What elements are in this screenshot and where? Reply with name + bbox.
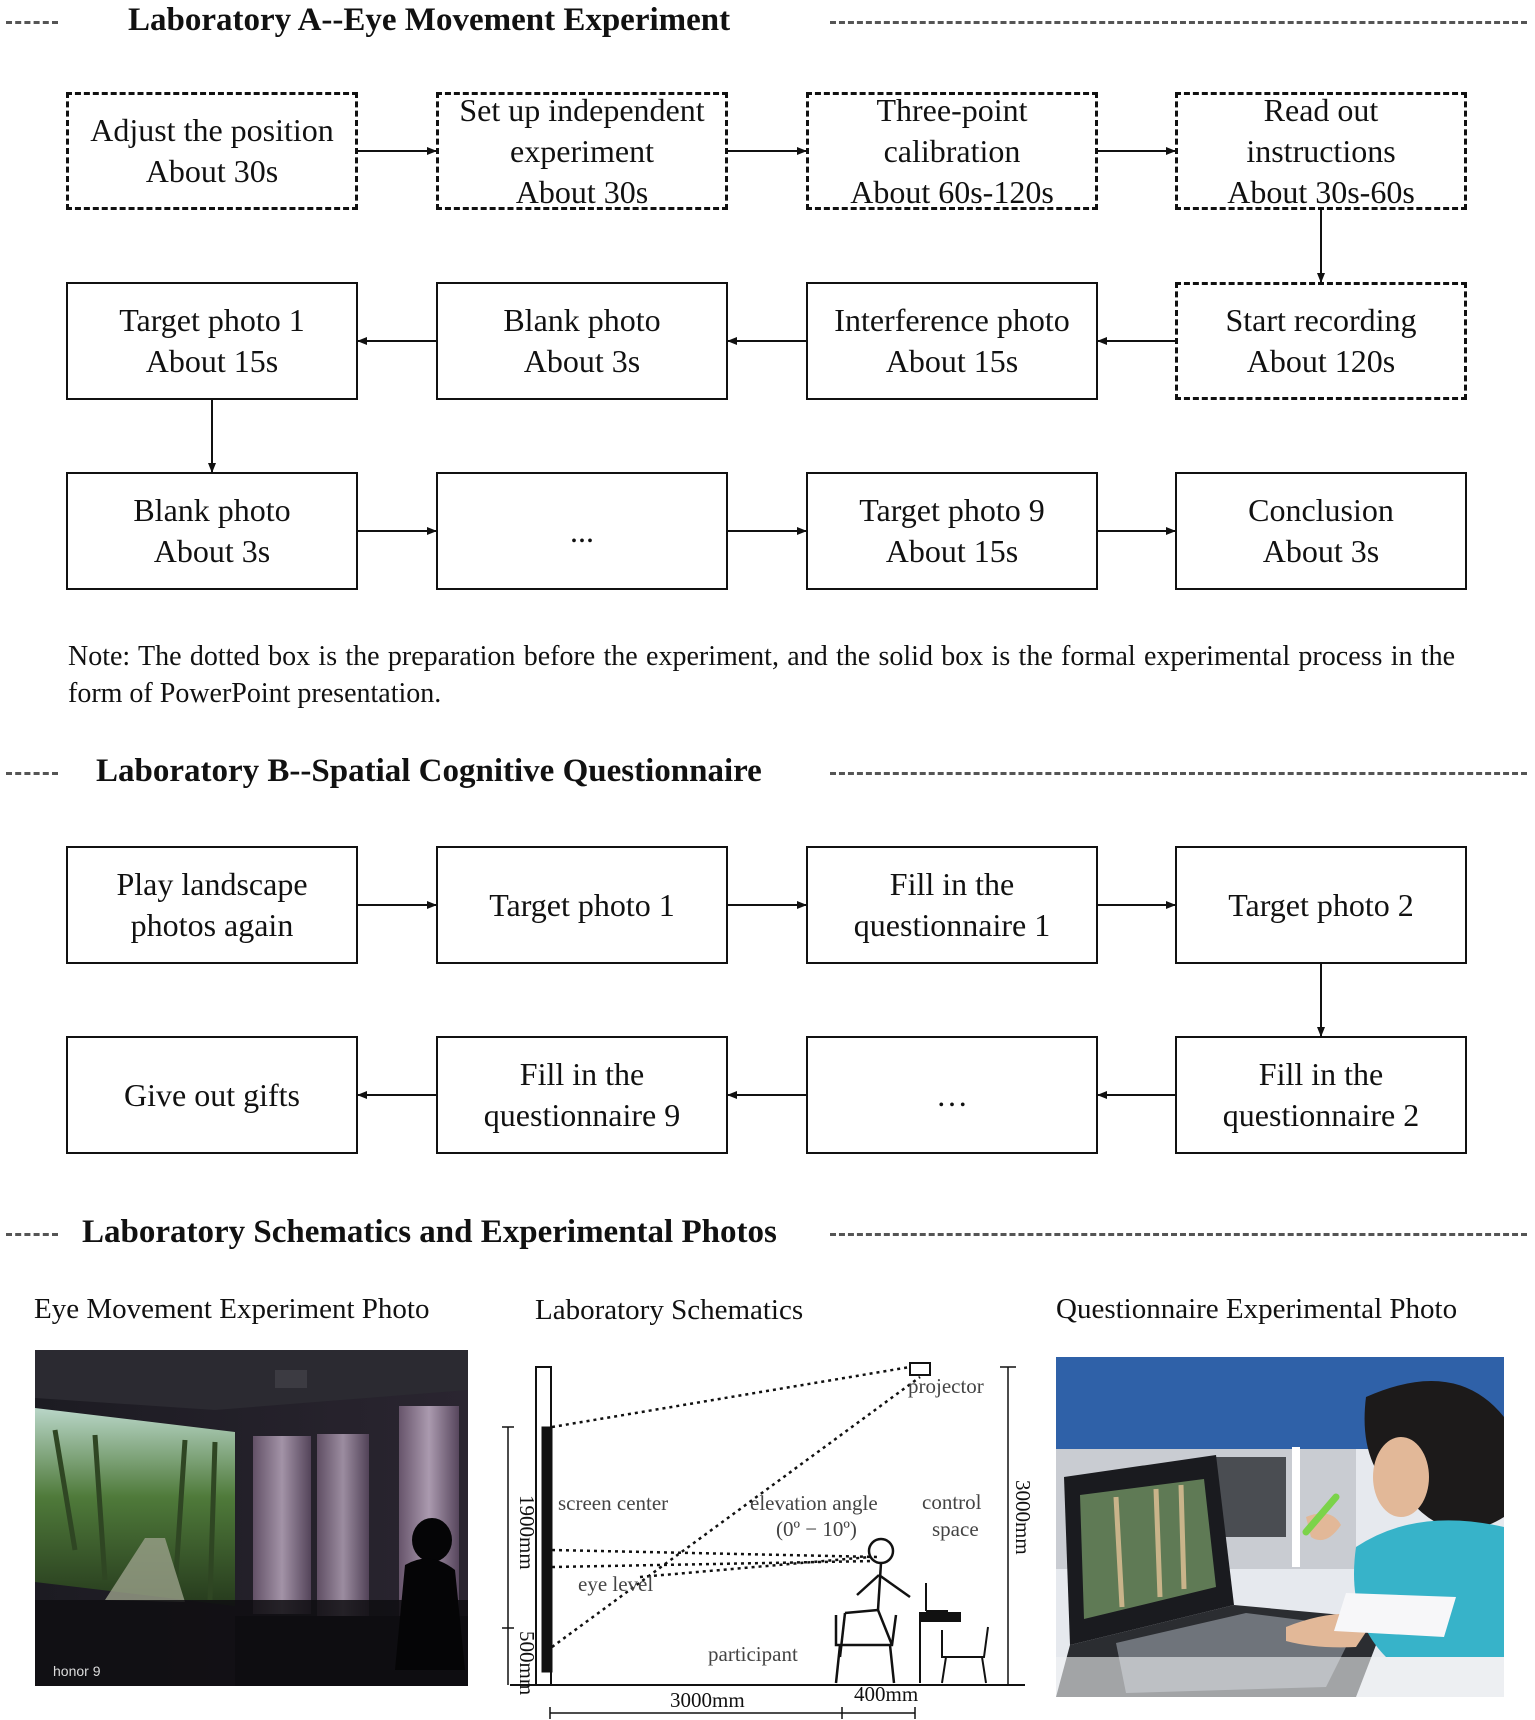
photo-watermark: honor 9 xyxy=(53,1663,101,1679)
step-line: instructions xyxy=(1246,132,1396,169)
step-line: Blank photo xyxy=(133,492,291,528)
step-b-target-photo-1: Target photo 1 xyxy=(436,846,728,964)
step-line: questionnaire 9 xyxy=(483,1097,681,1133)
label-elevation-range: (0º − 10º) xyxy=(776,1517,857,1541)
projector-box xyxy=(909,1362,931,1376)
step-line: Blank photo xyxy=(503,302,661,338)
label-500mm: 500mm xyxy=(515,1631,539,1695)
step-line: Set up independent xyxy=(459,91,705,128)
step-line: About 15s xyxy=(145,343,279,379)
step-give-gifts: Give out gifts xyxy=(66,1036,358,1154)
step-line: calibration xyxy=(883,132,1021,169)
header-dash-left xyxy=(6,21,58,24)
step-line: Give out gifts xyxy=(124,1076,300,1113)
section-c-title: Laboratory Schematics and Experimental P… xyxy=(82,1214,777,1250)
laboratory-schematic: projector screen center elevation angle … xyxy=(502,1362,1035,1719)
step-b-ellipsis: … xyxy=(806,1036,1098,1154)
step-questionnaire-1: Fill in the questionnaire 1 xyxy=(806,846,1098,964)
step-line: Target photo 1 xyxy=(119,302,305,338)
projection-lines xyxy=(551,1365,921,1649)
label-elevation-angle: elevation angle xyxy=(750,1491,878,1515)
step-target-photo-1: Target photo 1 About 15s xyxy=(66,282,358,400)
step-line: questionnaire 1 xyxy=(853,907,1051,943)
step-line: Target photo 1 xyxy=(489,886,675,923)
questionnaire-photo-drawing xyxy=(1056,1357,1504,1697)
step-line: About 15s xyxy=(885,533,1019,569)
step-line: About 30s-60s xyxy=(1227,173,1415,210)
photo-right-title: Questionnaire Experimental Photo xyxy=(1056,1293,1458,1325)
step-line: Fill in the xyxy=(1258,1056,1384,1092)
step-line: … xyxy=(936,1076,968,1113)
step-target-photo-9: Target photo 9 About 15s xyxy=(806,472,1098,590)
label-3000mm-width: 3000mm xyxy=(670,1688,745,1712)
label-projector: projector xyxy=(908,1374,984,1398)
section-a-note: Note: The dotted box is the preparation … xyxy=(68,641,1455,709)
step-line: About 3s xyxy=(523,343,641,379)
participant-figure xyxy=(834,1537,911,1684)
step-line: Three-point xyxy=(876,91,1028,128)
section-b-header: Laboratory B--Spatial Cognitive Question… xyxy=(0,751,1535,795)
header-dash-left xyxy=(6,1233,58,1236)
label-1900mm: 1900mm xyxy=(515,1495,539,1570)
step-play-landscape: Play landscape photos again xyxy=(66,846,358,964)
schematic-title: Laboratory Schematics xyxy=(535,1294,804,1326)
label-screen-center: screen center xyxy=(558,1491,668,1515)
section-a-header: Laboratory A--Eye Movement Experiment xyxy=(0,0,1535,44)
section-a-title: Laboratory A--Eye Movement Experiment xyxy=(128,2,731,38)
step-line: About 30s xyxy=(145,153,279,189)
step-b-target-photo-2: Target photo 2 xyxy=(1175,846,1467,964)
step-ellipsis: ... xyxy=(436,472,728,590)
label-eye-level: eye level xyxy=(578,1572,653,1596)
step-line: Fill in the xyxy=(519,1056,645,1092)
label-3000mm-height: 3000mm xyxy=(1011,1480,1035,1555)
label-400mm: 400mm xyxy=(854,1682,918,1706)
label-control: control xyxy=(922,1490,982,1514)
step-line: About 3s xyxy=(153,533,271,569)
screen-panel xyxy=(541,1426,553,1673)
section-b-title: Laboratory B--Spatial Cognitive Question… xyxy=(96,753,762,789)
section-c-header: Laboratory Schematics and Experimental P… xyxy=(0,1212,1535,1256)
step-line: Fill in the xyxy=(889,866,1015,902)
step-line: questionnaire 2 xyxy=(1222,1097,1420,1133)
header-dash-right xyxy=(830,772,1527,775)
step-line: Start recording xyxy=(1225,302,1417,338)
header-dash-right xyxy=(830,21,1527,24)
eye-movement-photo: honor 9 xyxy=(35,1350,468,1686)
step-line: photos again xyxy=(130,907,294,943)
control-station xyxy=(919,1583,989,1684)
step-questionnaire-2: Fill in the questionnaire 2 xyxy=(1175,1036,1467,1154)
step-line: Interference photo xyxy=(834,302,1070,338)
step-line: Adjust the position xyxy=(90,112,334,148)
photo-left-title: Eye Movement Experiment Photo xyxy=(34,1293,430,1325)
header-dash-right xyxy=(830,1233,1527,1236)
header-dash-left xyxy=(6,772,58,775)
step-line: ... xyxy=(570,512,594,549)
label-space: space xyxy=(932,1517,979,1541)
step-line: About 30s xyxy=(515,173,649,210)
step-line: Play landscape xyxy=(116,866,308,902)
step-line: About 60s-120s xyxy=(850,173,1054,210)
label-participant: participant xyxy=(708,1642,798,1666)
step-line: About 3s xyxy=(1262,533,1380,569)
step-line: Target photo 9 xyxy=(859,492,1045,528)
questionnaire-photo xyxy=(1056,1357,1504,1697)
step-line: Target photo 2 xyxy=(1228,886,1414,923)
step-questionnaire-9: Fill in the questionnaire 9 xyxy=(436,1036,728,1154)
step-line: experiment xyxy=(510,132,654,169)
step-line: Read out xyxy=(1263,91,1379,128)
step-line: About 15s xyxy=(885,343,1019,379)
step-line: About 120s xyxy=(1246,343,1396,379)
step-line: Conclusion xyxy=(1248,492,1394,528)
eye-movement-photo-drawing: honor 9 xyxy=(35,1350,468,1686)
